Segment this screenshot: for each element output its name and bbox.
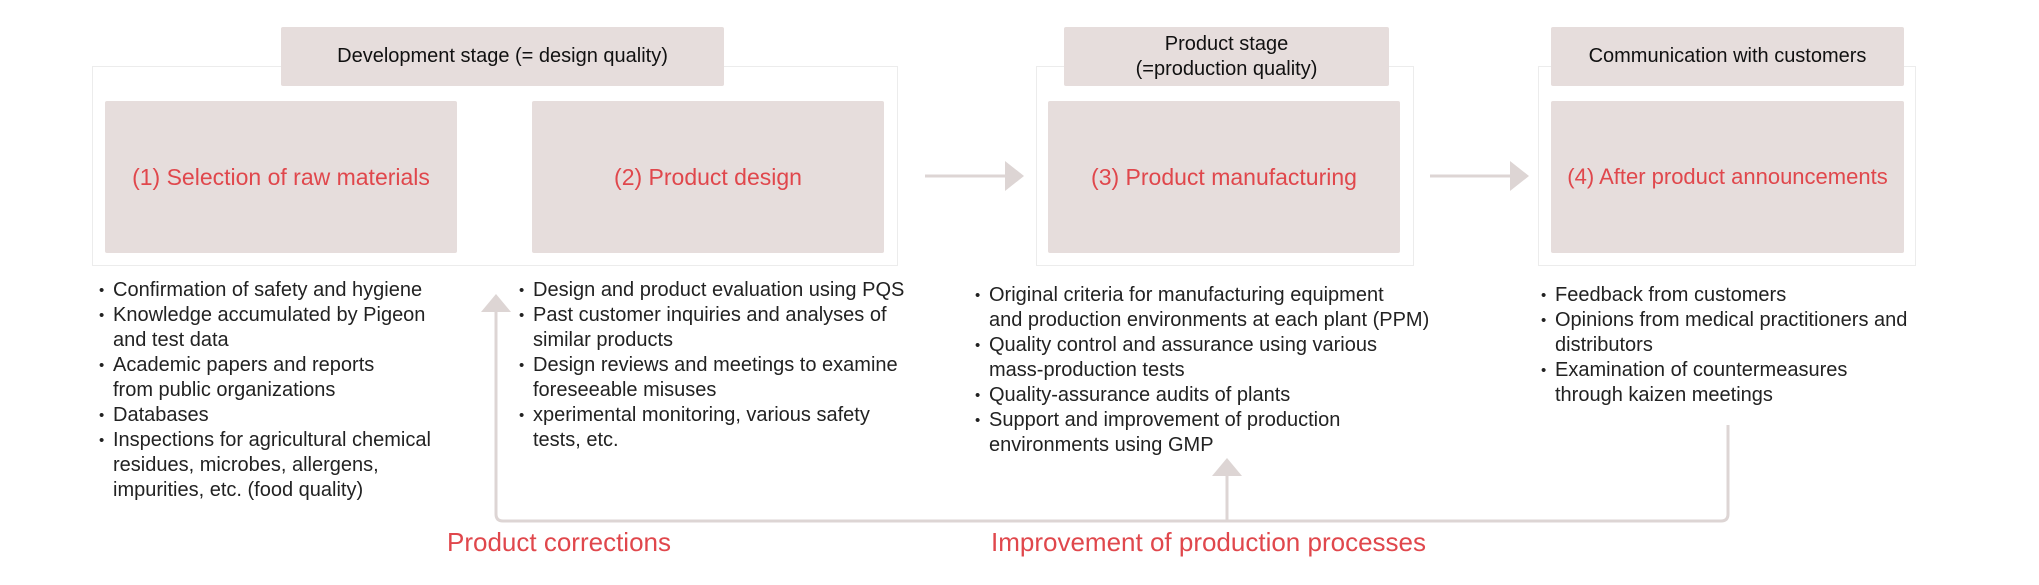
detail-item: Knowledge accumulated by Pigeon and test… <box>99 303 499 353</box>
step-after-announcements-box: (4) After product announcements <box>1551 101 1904 253</box>
detail-item: Original criteria for manufacturing equi… <box>975 283 1495 333</box>
detail-item: xperimental monitoring, various safety t… <box>519 403 949 453</box>
step-product-design-box: (2) Product design <box>532 101 884 253</box>
detail-item: Feedback from customers <box>1541 283 2021 308</box>
detail-item: Opinions from medical practitioners and … <box>1541 308 2021 358</box>
step-raw-materials-box: (1) Selection of raw materials <box>105 101 457 253</box>
detail-item: Inspections for agricultural chemical re… <box>99 428 499 503</box>
detail-item: Databases <box>99 403 499 428</box>
detail-item: Design reviews and meetings to examine f… <box>519 353 949 403</box>
detail-item: Examination of countermeasures through k… <box>1541 358 2021 408</box>
product-stage-header: Product stage (=production quality) <box>1064 27 1389 86</box>
detail-item: Quality-assurance audits of plants <box>975 383 1495 408</box>
arrow-process-improvement <box>1212 458 1242 476</box>
after-announcements-details: Feedback from customers Opinions from me… <box>1541 283 2021 408</box>
development-stage-header: Development stage (= design quality) <box>281 27 724 86</box>
detail-item: Academic papers and reports from public … <box>99 353 499 403</box>
detail-item: Past customer inquiries and analyses of … <box>519 303 949 353</box>
manufacturing-details: Original criteria for manufacturing equi… <box>975 283 1495 458</box>
arrow-to-manufacturing <box>1005 161 1024 191</box>
raw-materials-details: Confirmation of safety and hygiene Knowl… <box>99 278 499 503</box>
detail-item: Support and improvement of production en… <box>975 408 1495 458</box>
feedback-loop-line <box>494 312 1730 523</box>
communication-stage-header: Communication with customers <box>1551 27 1904 86</box>
detail-item: Quality control and assurance using vari… <box>975 333 1495 383</box>
detail-item: Confirmation of safety and hygiene <box>99 278 499 303</box>
step-manufacturing-box: (3) Product manufacturing <box>1048 101 1400 253</box>
product-design-details: Design and product evaluation using PQS … <box>519 278 949 453</box>
process-improvement-label: Improvement of production processes <box>991 527 1426 557</box>
product-corrections-label: Product corrections <box>447 527 671 557</box>
detail-item: Design and product evaluation using PQS <box>519 278 949 303</box>
arrow-to-after-announcements <box>1510 161 1529 191</box>
